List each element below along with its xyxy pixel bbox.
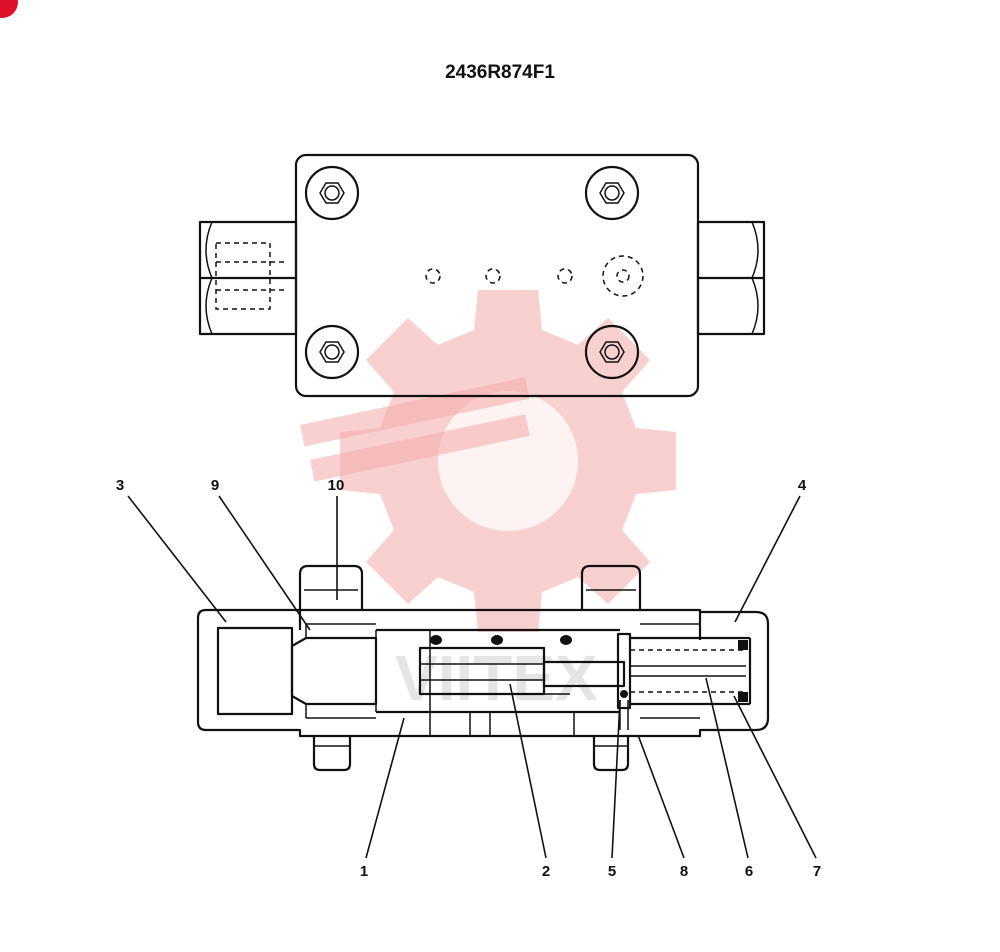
callout-9: 9 bbox=[211, 477, 219, 494]
bolt-icon bbox=[304, 165, 360, 221]
red-circle-badge-icon bbox=[0, 0, 18, 18]
callout-1: 1 bbox=[360, 863, 368, 880]
bolt-icon bbox=[584, 324, 640, 380]
callout-4: 4 bbox=[798, 477, 807, 494]
section-view bbox=[196, 564, 770, 772]
top-view bbox=[198, 153, 766, 398]
callout-3: 3 bbox=[116, 477, 124, 494]
callout-6: 6 bbox=[745, 863, 753, 880]
callout-10: 10 bbox=[328, 477, 345, 494]
callout-2: 2 bbox=[542, 863, 550, 880]
bolt-icon bbox=[304, 324, 360, 380]
callout-8: 8 bbox=[680, 863, 688, 880]
leader-lines bbox=[127, 495, 817, 859]
callout-7: 7 bbox=[813, 863, 821, 880]
bolt-icon bbox=[584, 165, 640, 221]
watermark-text: VIITEX bbox=[395, 642, 598, 714]
part-number-title: 2436R874F1 bbox=[445, 62, 555, 83]
callout-5: 5 bbox=[608, 863, 616, 880]
